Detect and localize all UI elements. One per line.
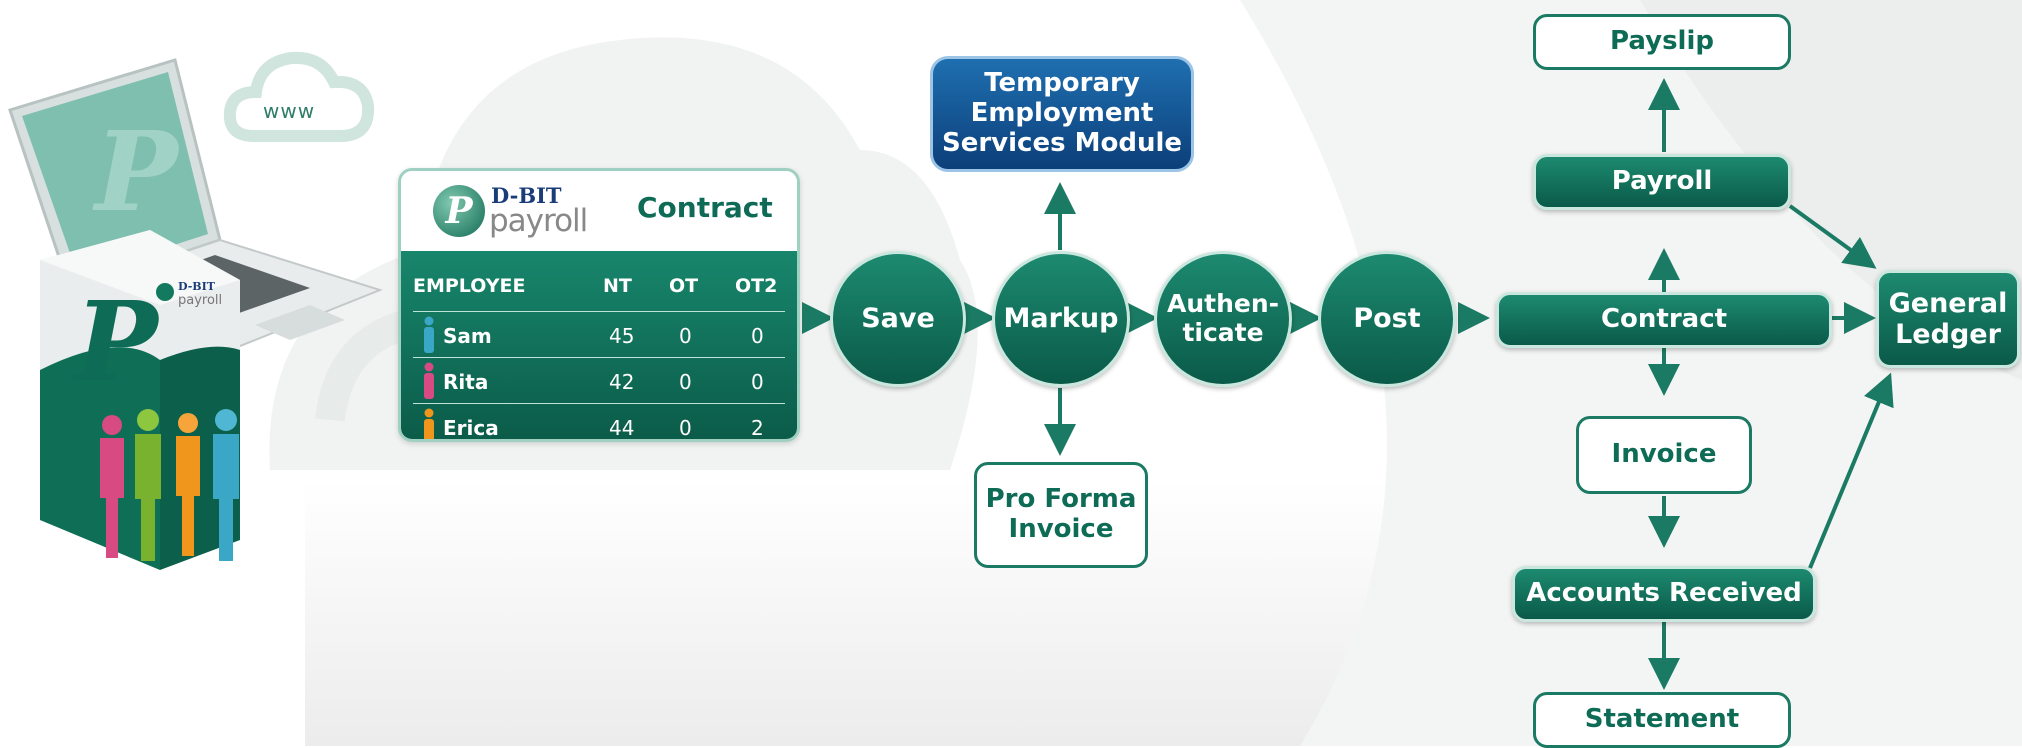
contract-card-header: P D-BIT payroll Contract	[401, 171, 797, 251]
contract-box: Contract	[1496, 292, 1832, 348]
laptop-product-illustration: P P D-BIT payroll	[8, 58, 383, 570]
step-save: Save	[830, 251, 966, 387]
ot-value: 0	[679, 416, 692, 440]
nt-value: 44	[609, 416, 635, 440]
employee-table: EMPLOYEE NT OT OT2 Sam 45 0 0 Rita 42 0 …	[401, 251, 797, 439]
logo-product-text: payroll	[489, 203, 588, 239]
step-authenticate: Authen- ticate	[1154, 251, 1292, 387]
ot-value: 0	[679, 370, 692, 394]
payslip-box: Payslip	[1533, 14, 1791, 70]
table-row: Erica 44 0 2	[413, 403, 785, 440]
ot2-value: 0	[751, 370, 764, 394]
column-header-ot2: OT2	[735, 275, 778, 297]
arrow-accounts-to-ledger	[1808, 372, 1894, 569]
table-row: Rita 42 0 0	[413, 357, 785, 404]
employee-name: Sam	[443, 324, 492, 348]
general-ledger-box: General Ledger	[1876, 270, 2020, 368]
ot2-value: 0	[751, 324, 764, 348]
column-header-nt: NT	[603, 275, 632, 297]
temporary-employment-module: Temporary Employment Services Module	[930, 56, 1194, 172]
payroll-box: Payroll	[1533, 154, 1791, 210]
dbit-logo-icon: P	[433, 185, 485, 237]
box-product-text: payroll	[178, 293, 222, 308]
pro-forma-invoice: Pro Forma Invoice	[974, 462, 1148, 568]
nt-value: 45	[609, 324, 635, 348]
invoice-box: Invoice	[1576, 416, 1752, 494]
person-icon	[424, 408, 434, 439]
cloud-icon	[223, 51, 375, 142]
box-brand-text: D-BIT	[178, 280, 216, 293]
ot-value: 0	[679, 324, 692, 348]
logo-brand-text: D-BIT	[491, 183, 562, 208]
statement-box: Statement	[1533, 692, 1791, 748]
column-header-ot: OT	[669, 275, 699, 297]
step-post: Post	[1318, 251, 1456, 387]
svg-text:P: P	[72, 277, 161, 406]
card-title: Contract	[637, 191, 773, 224]
contract-card: P D-BIT payroll Contract EMPLOYEE NT OT …	[398, 168, 800, 442]
table-row: Sam 45 0 0	[413, 311, 785, 358]
person-icon	[424, 362, 434, 399]
arrow-payroll-to-ledger	[1788, 204, 1877, 269]
svg-text:P: P	[92, 107, 181, 236]
ot2-value: 2	[751, 416, 764, 440]
employee-name: Rita	[443, 370, 489, 394]
person-icon	[424, 316, 434, 353]
step-markup: Markup	[992, 251, 1130, 387]
nt-value: 42	[609, 370, 635, 394]
cloud-label: www	[263, 99, 316, 123]
accounts-received-box: Accounts Received	[1512, 566, 1816, 622]
employee-name: Erica	[443, 416, 499, 440]
column-header-employee: EMPLOYEE	[413, 275, 526, 297]
